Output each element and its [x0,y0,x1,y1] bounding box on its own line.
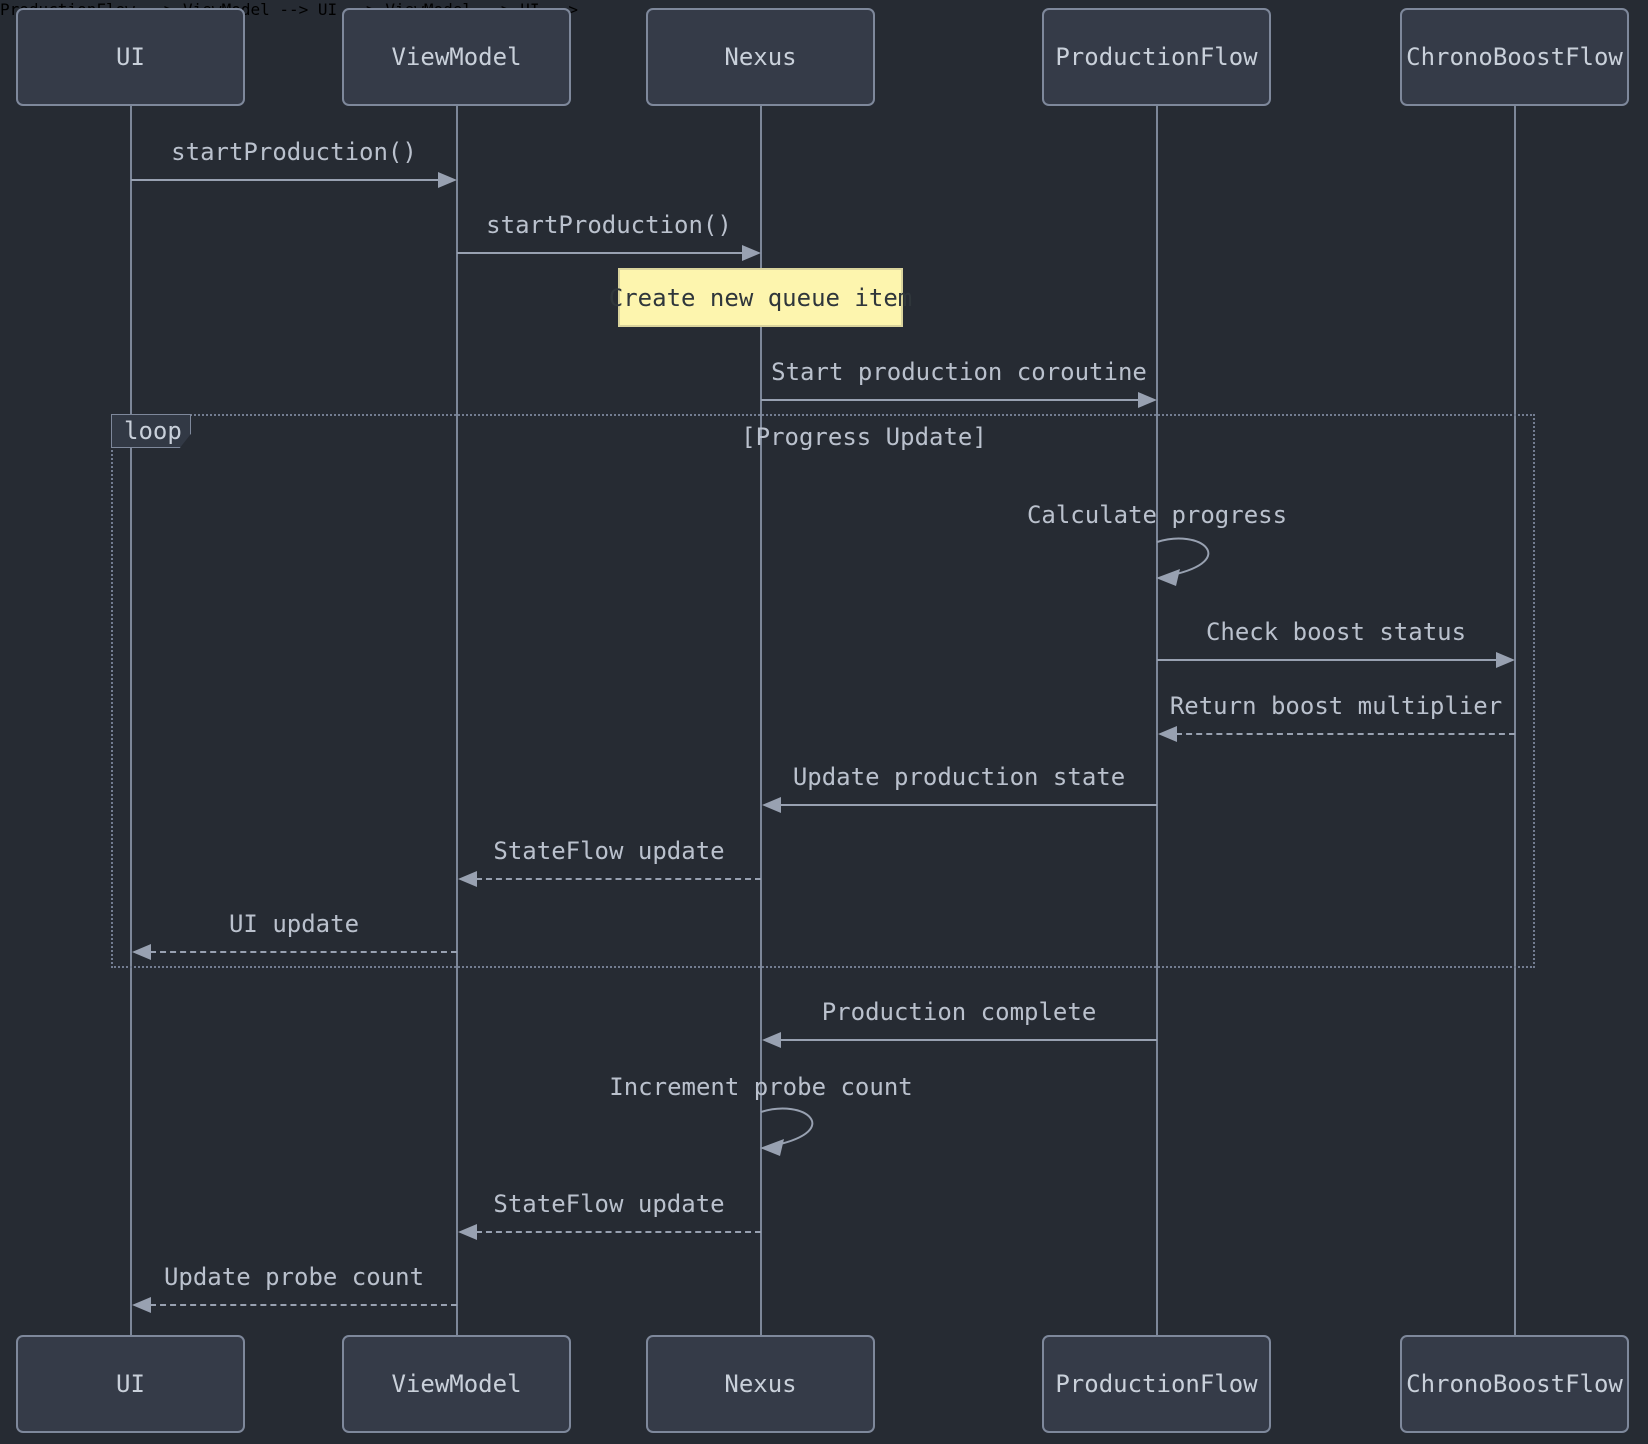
arrowhead-right-icon [1496,652,1515,668]
message-arrow-startproduction-1 [131,179,439,181]
message-arrow-check-boost-status [1157,659,1497,661]
message-arrow-start-production-coroutine [761,399,1139,401]
lifeline-chronoboostflow [1514,106,1516,1335]
actor-top-chronoboostflow: ChronoBoostFlow [1400,8,1629,106]
arrowhead-right-icon [742,245,761,261]
message-label-return-boost-multiplier: Return boost multiplier [1169,692,1503,720]
message-arrow-update-production-state [780,804,1157,806]
actor-top-nexus: Nexus [646,8,875,106]
message-arrow-production-complete [780,1039,1157,1041]
message-arrow-startproduction-2 [457,252,743,254]
message-arrow-stateflow-update-2 [476,1231,761,1233]
note-text: Create new queue item [608,283,913,312]
lifeline-nexus [760,106,762,1335]
arrowhead-left-icon [132,1297,151,1313]
arrowhead-left-icon [762,797,781,813]
loop-condition-label: [Progress Update] [741,423,987,451]
lifeline-productionflow [1156,106,1158,1335]
arrowhead-left-icon [1158,726,1177,742]
message-label-production-complete: Production complete [821,998,1097,1026]
message-arrow-ui-update [150,951,457,953]
message-label-stateflow-update-1: StateFlow update [493,837,725,865]
message-label-check-boost-status: Check boost status [1205,618,1467,646]
loop-label: loop [111,414,191,448]
self-loop-arrow-calculate-progress [1156,537,1210,586]
actor-bottom-viewmodel: ViewModel [342,1335,571,1433]
arrowhead-left-icon [458,1224,477,1240]
actor-bottom-nexus: Nexus [646,1335,875,1433]
message-label-startproduction-2: startProduction() [486,211,732,239]
message-label-increment-probe-count: Increment probe count [609,1073,913,1101]
message-arrow-return-boost-multiplier [1176,733,1515,735]
actor-bottom-ui: UI [16,1335,245,1433]
arrowhead-left-icon [132,944,151,960]
lifeline-viewmodel [456,106,458,1335]
message-label-update-probe-count: Update probe count [163,1263,425,1291]
message-label-startproduction-1: startProduction() [171,138,417,166]
message-label-update-production-state: Update production state [792,763,1126,791]
actor-top-productionflow: ProductionFlow [1042,8,1271,106]
actor-top-ui: UI [16,8,245,106]
message-arrow-stateflow-update-1 [476,878,761,880]
note-over-nexus: Create new queue item [609,268,912,327]
message-label-start-production-coroutine: Start production coroutine [771,358,1147,386]
arrowhead-left-icon [458,871,477,887]
message-arrow-update-probe-count [150,1304,457,1306]
arrowhead-left-icon [762,1032,781,1048]
lifeline-ui [130,106,132,1335]
actor-bottom-productionflow: ProductionFlow [1042,1335,1271,1433]
actor-bottom-chronoboostflow: ChronoBoostFlow [1400,1335,1629,1433]
message-label-calculate-progress: Calculate progress [1026,501,1288,529]
message-label-ui-update: UI update [228,910,360,938]
actor-top-viewmodel: ViewModel [342,8,571,106]
loop-frame [111,414,1535,968]
arrowhead-right-icon [438,172,457,188]
self-loop-arrow-increment-probe-count [760,1107,814,1156]
message-label-stateflow-update-2: StateFlow update [493,1190,725,1218]
arrowhead-right-icon [1138,392,1157,408]
